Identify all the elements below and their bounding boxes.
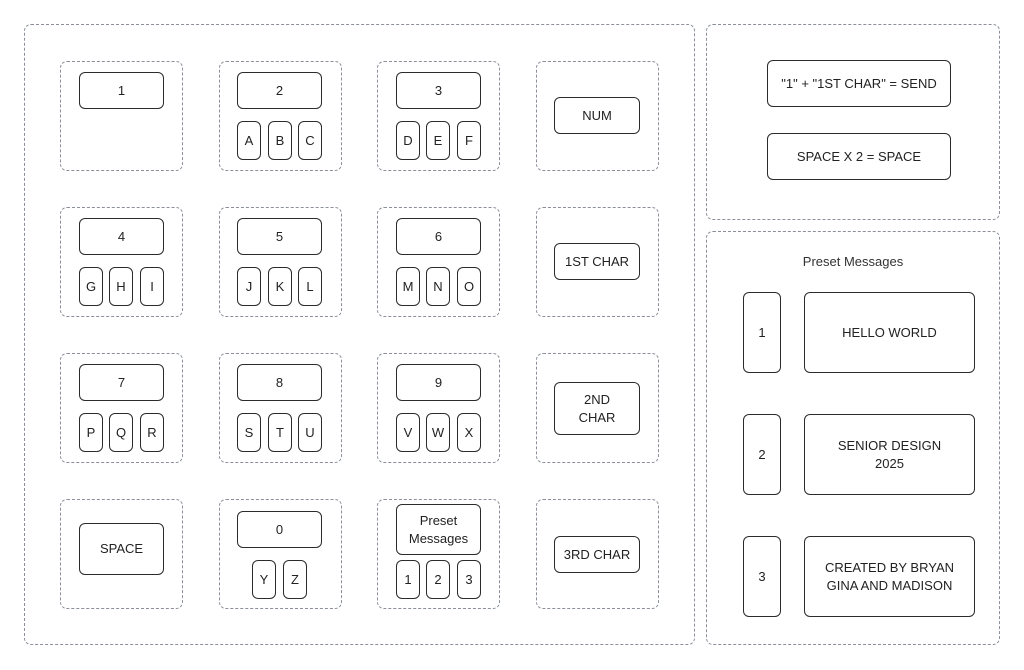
letter-p-button[interactable]: P: [79, 413, 103, 452]
key-6-button[interactable]: 6: [396, 218, 481, 255]
preset-number-2[interactable]: 2: [743, 414, 781, 495]
key-cell: [60, 353, 183, 463]
key-1-button[interactable]: 1: [79, 72, 164, 109]
key-cell: [60, 499, 183, 609]
presets-panel: [706, 231, 1000, 645]
letter-q-button[interactable]: Q: [109, 413, 133, 452]
letter-s-button[interactable]: S: [237, 413, 261, 452]
key-cell: [377, 207, 500, 317]
letter-l-button[interactable]: L: [298, 267, 322, 306]
key-cell: [219, 353, 342, 463]
letter-k-button[interactable]: K: [268, 267, 292, 306]
letter-e-button[interactable]: E: [426, 121, 450, 160]
letter-b-button[interactable]: B: [268, 121, 292, 160]
preset-number-3[interactable]: 3: [743, 536, 781, 617]
second-char-button[interactable]: 2ND CHAR: [554, 382, 640, 435]
letter-f-button[interactable]: F: [457, 121, 481, 160]
key-cell: [536, 61, 659, 171]
key-cell: [377, 353, 500, 463]
space-rule-box: SPACE X 2 = SPACE: [767, 133, 951, 180]
letter-u-button[interactable]: U: [298, 413, 322, 452]
keypad-panel: [24, 24, 695, 645]
key-cell: [377, 499, 500, 609]
letter-m-button[interactable]: M: [396, 267, 420, 306]
send-rule-box: "1" + "1ST CHAR" = SEND: [767, 60, 951, 107]
num-button[interactable]: NUM: [554, 97, 640, 134]
key-4-button[interactable]: 4: [79, 218, 164, 255]
key-cell: [536, 207, 659, 317]
key-2-button[interactable]: 2: [237, 72, 322, 109]
preset-message-1: HELLO WORLD: [804, 292, 975, 373]
letter-t-button[interactable]: T: [268, 413, 292, 452]
key-cell: [219, 499, 342, 609]
letter-g-button[interactable]: G: [79, 267, 103, 306]
key-cell: [60, 207, 183, 317]
key-8-button[interactable]: 8: [237, 364, 322, 401]
letter-w-button[interactable]: W: [426, 413, 450, 452]
letter-o-button[interactable]: O: [457, 267, 481, 306]
letter-v-button[interactable]: V: [396, 413, 420, 452]
letter-a-button[interactable]: A: [237, 121, 261, 160]
key-cell: [60, 61, 183, 171]
key-0-button[interactable]: 0: [237, 511, 322, 548]
letter-y-button[interactable]: Y: [252, 560, 276, 599]
letter-h-button[interactable]: H: [109, 267, 133, 306]
preset-number-1[interactable]: 1: [743, 292, 781, 373]
space-button[interactable]: SPACE: [79, 523, 164, 575]
letter-d-button[interactable]: D: [396, 121, 420, 160]
letter-r-button[interactable]: R: [140, 413, 164, 452]
rules-panel: [706, 24, 1000, 220]
letter-c-button[interactable]: C: [298, 121, 322, 160]
preset-2-key-button[interactable]: 2: [426, 560, 450, 599]
letter-j-button[interactable]: J: [237, 267, 261, 306]
presets-title: Preset Messages: [802, 254, 904, 269]
letter-z-button[interactable]: Z: [283, 560, 307, 599]
key-cell: [219, 61, 342, 171]
key-cell: [377, 61, 500, 171]
key-7-button[interactable]: 7: [79, 364, 164, 401]
letter-i-button[interactable]: I: [140, 267, 164, 306]
key-3-button[interactable]: 3: [396, 72, 481, 109]
third-char-button[interactable]: 3RD CHAR: [554, 536, 640, 573]
letter-n-button[interactable]: N: [426, 267, 450, 306]
preset-message-2: SENIOR DESIGN 2025: [804, 414, 975, 495]
key-cell: [536, 353, 659, 463]
preset-3-key-button[interactable]: 3: [457, 560, 481, 599]
key-cell: [219, 207, 342, 317]
first-char-button[interactable]: 1ST CHAR: [554, 243, 640, 280]
letter-x-button[interactable]: X: [457, 413, 481, 452]
preset-1-key-button[interactable]: 1: [396, 560, 420, 599]
preset-message-3: CREATED BY BRYAN GINA AND MADISON: [804, 536, 975, 617]
key-9-button[interactable]: 9: [396, 364, 481, 401]
preset-messages-button[interactable]: Preset Messages: [396, 504, 481, 555]
key-cell: [536, 499, 659, 609]
key-5-button[interactable]: 5: [237, 218, 322, 255]
